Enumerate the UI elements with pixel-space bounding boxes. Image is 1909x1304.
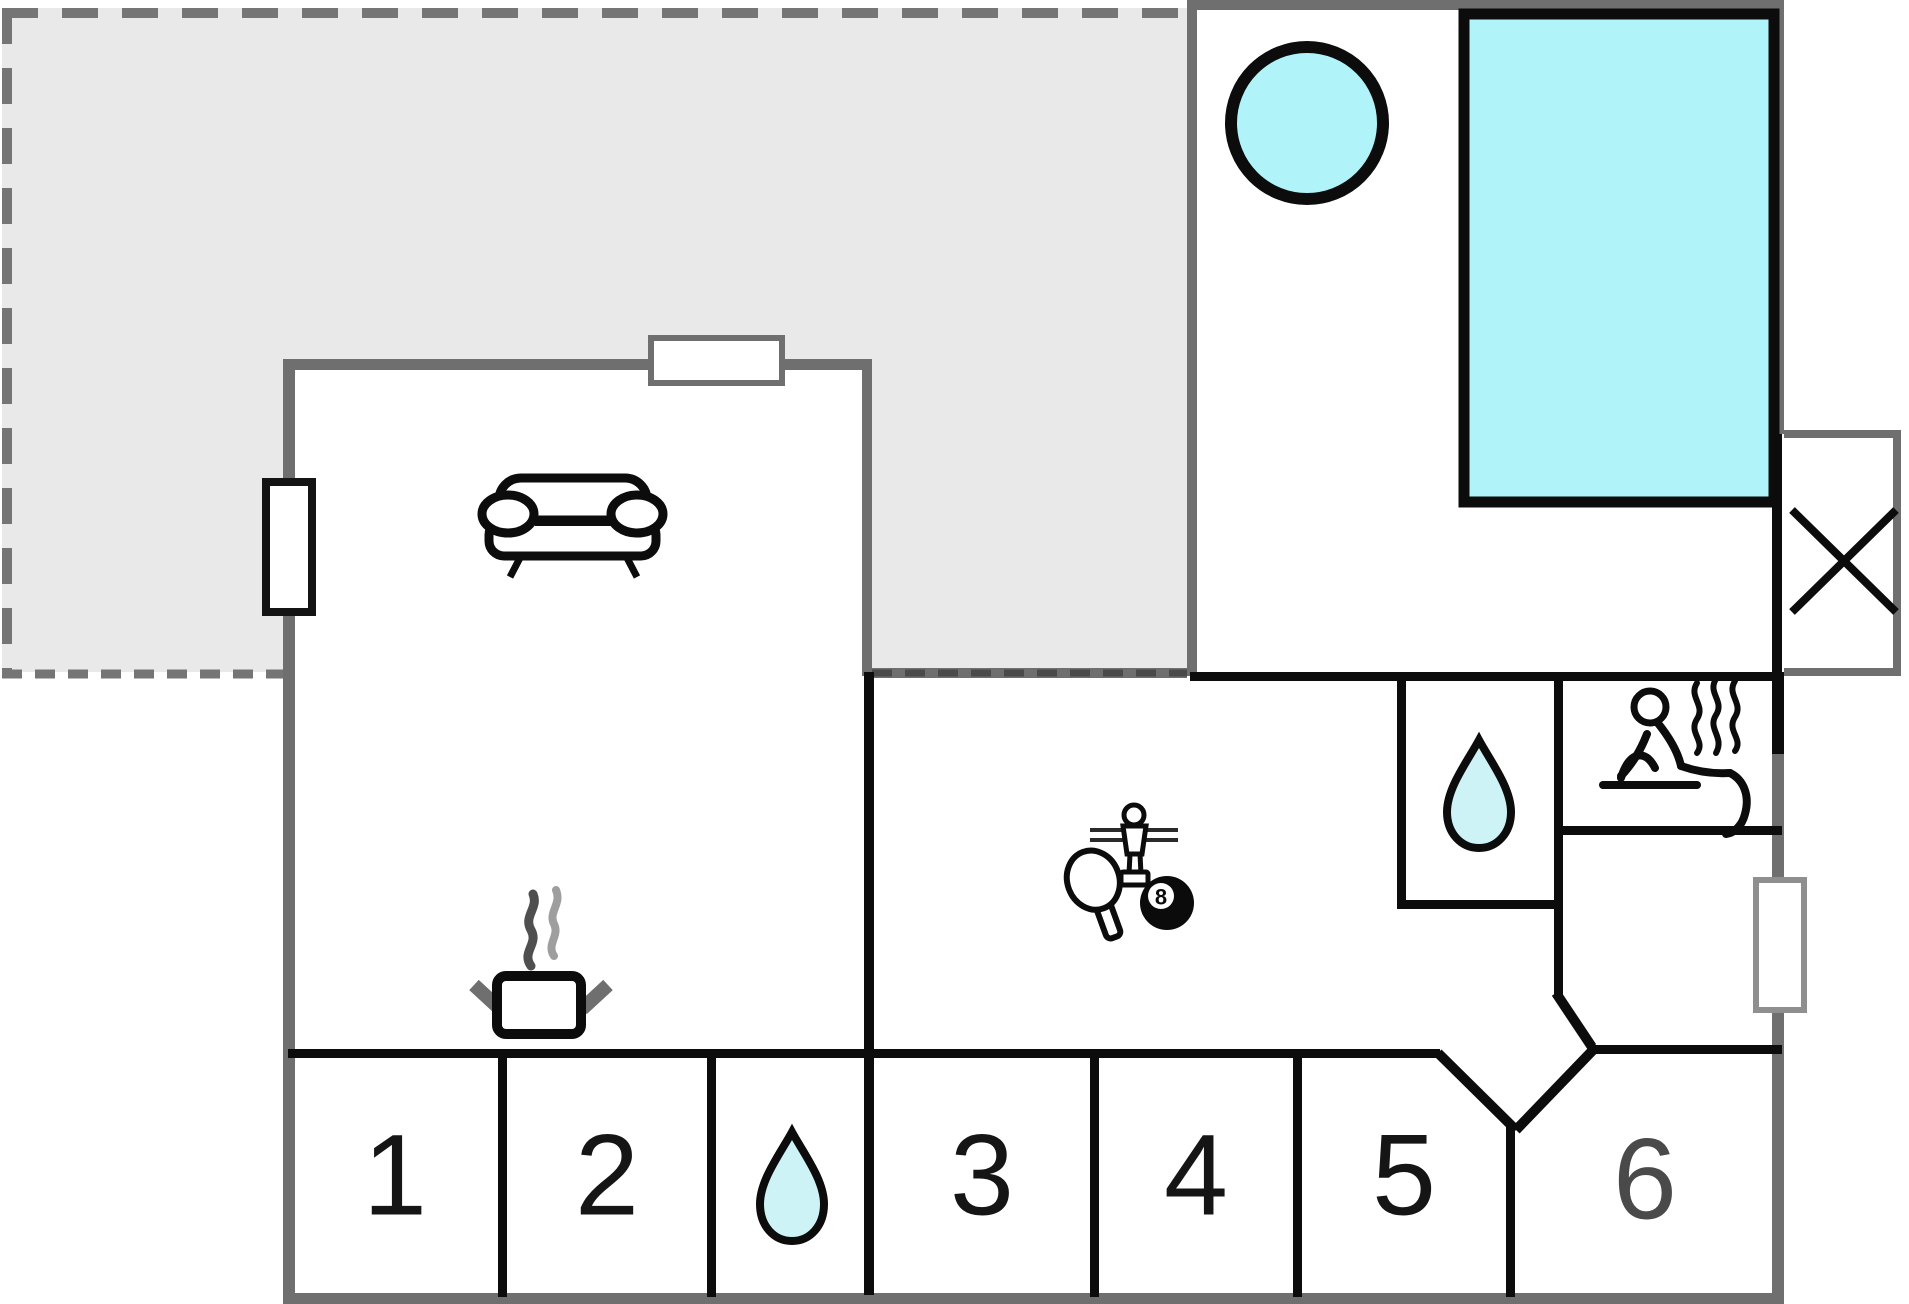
water-drop-icon: [1442, 731, 1516, 853]
window-left-icon: [262, 478, 316, 616]
hallway-angled-walls: [1434, 990, 1598, 1134]
water-drop-icon: [755, 1123, 829, 1246]
eight-ball-icon: 8: [1140, 876, 1194, 930]
sofa-icon: [477, 473, 668, 579]
room-4-label: 4: [1164, 1111, 1228, 1240]
room-6-label: 6: [1613, 1115, 1677, 1244]
room-3-label: 3: [950, 1111, 1014, 1240]
terrace-dashed-border: [2, 8, 1187, 679]
room-1-label: 1: [363, 1111, 427, 1240]
cooking-pot-icon: [469, 971, 613, 1039]
pool-icon: [1458, 8, 1780, 508]
interior-walls-black: [288, 434, 1784, 1297]
window-right-icon: [1753, 877, 1807, 1013]
sauna-steam-icon: [1691, 676, 1741, 756]
room-2-label: 2: [575, 1111, 639, 1240]
sauna-person-icon: [1599, 687, 1751, 838]
pot-steam-icon: [523, 886, 562, 971]
hot-tub-icon: [1225, 41, 1389, 205]
table-tennis-paddle-icon: [1063, 847, 1124, 942]
stairs-cross-icon: [1789, 507, 1899, 615]
eight-ball-number: 8: [1155, 885, 1167, 910]
window-top-icon: [648, 335, 785, 386]
foosball-player-icon: [1090, 802, 1178, 888]
room-5-label: 5: [1372, 1111, 1436, 1240]
